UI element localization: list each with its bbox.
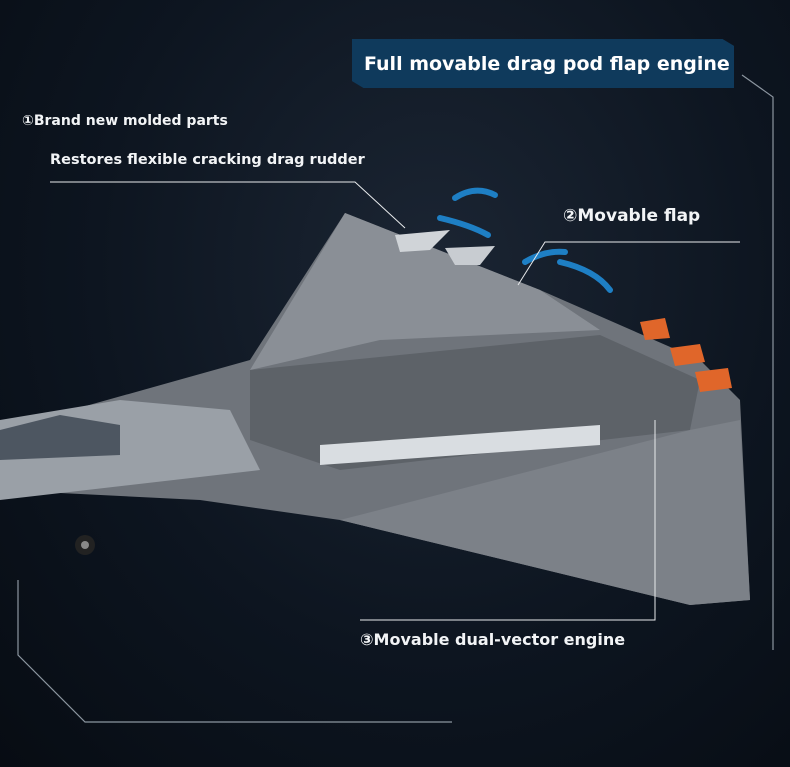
title-banner: Full movable drag pod flap engine xyxy=(352,39,734,88)
callout-vector-engine: ③Movable dual-vector engine xyxy=(360,630,626,649)
movement-arrows xyxy=(437,187,613,293)
engine-exhaust xyxy=(640,318,732,392)
callout-drag-rudder: Restores flexible cracking drag rudder xyxy=(50,152,365,168)
callout-movable-flap: ②Movable flap xyxy=(563,206,701,226)
aircraft-model xyxy=(0,213,750,605)
frame-lines xyxy=(17,74,774,723)
leader-lines xyxy=(50,181,740,621)
callout-brand-new-parts: ①Brand new molded parts xyxy=(22,113,228,129)
